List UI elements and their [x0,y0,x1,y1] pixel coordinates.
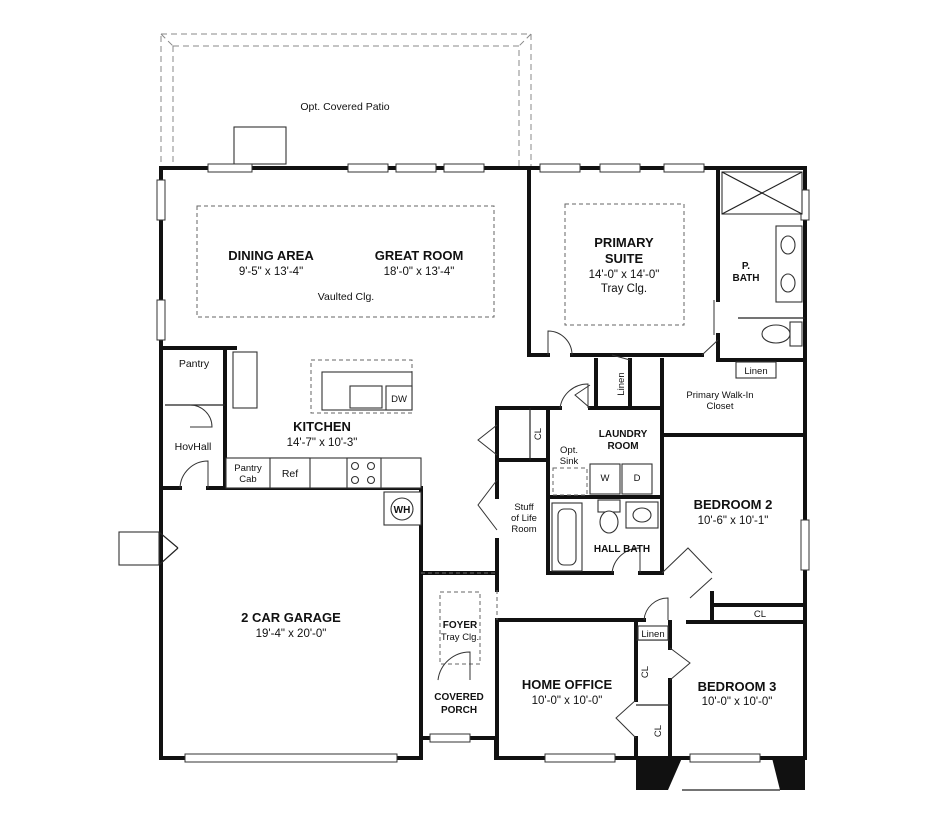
wh-label: WH [394,505,411,516]
pantry-cab-label-2: Cab [239,474,256,485]
laundry-fixtures [551,463,659,572]
bedroom3-dims: 10'-0" x 10'-0" [702,696,773,708]
interior-walls [159,166,807,760]
cl-office-vertical: CL [640,666,651,678]
dining-dims: 9'-5" x 13'-4" [239,266,303,278]
garage-name: 2 CAR GARAGE [241,610,341,625]
primary-walkin-label-2: Closet [707,401,734,412]
primary-suite-name-2: SUITE [605,251,644,266]
cl-bedroom2-label: CL [754,609,766,620]
p-bath-label-2: BATH [732,273,759,284]
front-planter-right [772,758,805,790]
pantry-cab-label-1: Pantry [234,463,262,474]
p-bath-label-1: P. [742,261,750,272]
hovhall-label: HovHall [175,441,212,453]
kitchen-counter [225,457,422,489]
room-labels: Opt. Covered Patio DINING AREA 9'-5" x 1… [175,101,777,737]
primary-suite-name-1: PRIMARY [594,235,654,250]
cl-bedroom3-vertical: CL [653,725,664,737]
ref-label: Ref [282,468,298,480]
stuff-of-life-label-3: Room [511,524,536,535]
kitchen-island [232,351,413,411]
hall-bath-label: HALL BATH [594,544,650,555]
kitchen-dims: 14'-7" x 10'-3" [287,437,358,449]
primary-linen-vertical: Linen [616,372,627,395]
bedroom2-name: BEDROOM 2 [694,497,773,512]
opt-sink-label-1: Opt. [560,445,578,456]
primary-suite-dims: 14'-0" x 14'-0" [589,269,660,281]
primary-suite-note: Tray Clg. [601,283,647,295]
garage-dims: 19'-4" x 20'-0" [256,628,327,640]
washer-label: W [601,473,610,484]
pantry-shelf [232,351,258,409]
cl-kitchen-vertical: CL [533,428,544,440]
bedroom3-name: BEDROOM 3 [698,679,777,694]
chimney-box [233,126,287,165]
great-room-dims: 18'-0" x 13'-4" [384,266,455,278]
foyer-name: FOYER [443,620,478,631]
primary-bath-fixtures [721,171,803,347]
porch-label-2: PORCH [441,705,477,716]
dw-label: DW [391,394,407,405]
dryer-label: D [634,473,641,484]
patio-label: Opt. Covered Patio [300,101,389,113]
doors [179,300,719,739]
great-room-name: GREAT ROOM [375,248,464,263]
water-heater [383,491,422,526]
linen-hall-label: Linen [641,629,664,640]
front-planter-left [636,758,682,790]
dining-name: DINING AREA [228,248,314,263]
stuff-of-life-label-2: of Life [511,513,537,524]
windows [156,163,810,763]
garage-side-entry [118,531,179,566]
primary-linen-label: Linen [744,366,767,377]
home-office-name: HOME OFFICE [522,677,613,692]
kitchen-name: KITCHEN [293,419,351,434]
porch-label-1: COVERED [434,692,483,703]
bedroom2-dims: 10'-6" x 10'-1" [698,515,769,527]
pantry-label: Pantry [179,358,210,370]
foyer-note: Tray Clg. [441,632,479,643]
laundry-label-1: LAUNDRY [599,429,648,440]
stuff-of-life-label-1: Stuff [514,502,534,513]
home-office-dims: 10'-0" x 10'-0" [532,695,603,707]
opt-sink-label-2: Sink [560,456,579,467]
primary-walkin-label-1: Primary Walk-In [686,390,753,401]
vaulted-ceiling-note: Vaulted Clg. [318,291,374,303]
laundry-label-2: ROOM [607,441,638,452]
